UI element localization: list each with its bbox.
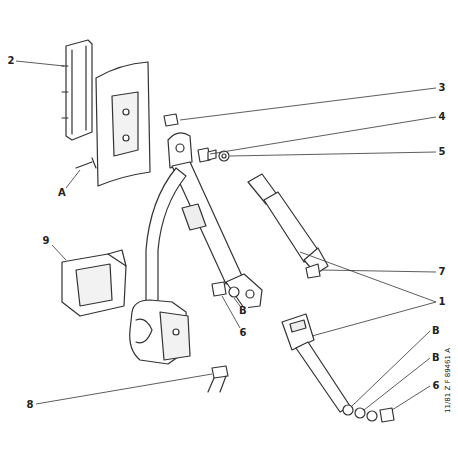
leader-line: [300, 252, 436, 336]
pillar-hole: [123, 135, 129, 141]
pillar-hole: [123, 109, 129, 115]
callout-number: 5: [438, 147, 447, 157]
leader-line: [234, 298, 240, 306]
leader-line: [352, 331, 430, 406]
buckle-tongue: [182, 204, 206, 230]
retractor-cover: [62, 254, 126, 316]
leader-line: [322, 270, 436, 272]
washer: [367, 411, 377, 421]
callout-number: 7: [438, 267, 447, 277]
callout-number: B: [431, 326, 441, 336]
callout-number: B: [238, 306, 248, 316]
washer: [229, 287, 239, 297]
trim-strip-edge: [72, 46, 86, 134]
anchor-hole: [176, 144, 184, 152]
retractor-drum: [136, 319, 152, 343]
callout-number: 2: [7, 56, 16, 66]
leader-line: [364, 358, 430, 410]
leader-line: [16, 61, 64, 66]
cover-tab: [108, 250, 126, 266]
spacer: [208, 150, 216, 160]
washer: [355, 408, 365, 418]
leader-line: [52, 245, 66, 260]
callout-number: 6: [432, 381, 441, 391]
retractor-hole: [173, 329, 179, 335]
callout-number: 6: [239, 328, 248, 338]
callout-number: 9: [42, 236, 51, 246]
screw-a: [76, 158, 96, 168]
trim-clip: [62, 66, 68, 118]
bolt: [380, 408, 394, 422]
anchor-hole: [246, 290, 254, 298]
washer-hole: [222, 154, 226, 158]
pillar-trim: [96, 62, 150, 186]
bolt: [164, 114, 178, 126]
callout-number: A: [57, 188, 67, 198]
callout-number: 8: [26, 400, 35, 410]
buckle-strap: [264, 192, 318, 262]
leader-line: [180, 88, 436, 120]
buckle-slot: [290, 320, 306, 332]
pillar-slot: [112, 92, 138, 156]
leader-line: [392, 386, 430, 410]
leader-line: [230, 152, 436, 156]
leader-line: [36, 374, 212, 404]
buckle-stalk: [296, 342, 350, 412]
bolt: [212, 282, 226, 296]
retractor-plate: [160, 312, 190, 360]
cover-opening: [76, 264, 112, 306]
lap-strap: [146, 168, 186, 306]
callout-number: 3: [438, 83, 447, 93]
leader-line: [66, 170, 80, 188]
trim-strip: [66, 40, 92, 140]
callout-number: B: [431, 353, 441, 363]
callout-number: 1: [438, 297, 447, 307]
callout-number: 4: [438, 112, 447, 122]
bolt: [306, 264, 320, 278]
leader-line: [210, 117, 436, 154]
washer: [343, 405, 353, 415]
drawing-reference: 11/81 Z F 89461 A: [444, 347, 451, 414]
lower-anchor: [226, 274, 262, 308]
bolt-thread: [208, 376, 226, 392]
